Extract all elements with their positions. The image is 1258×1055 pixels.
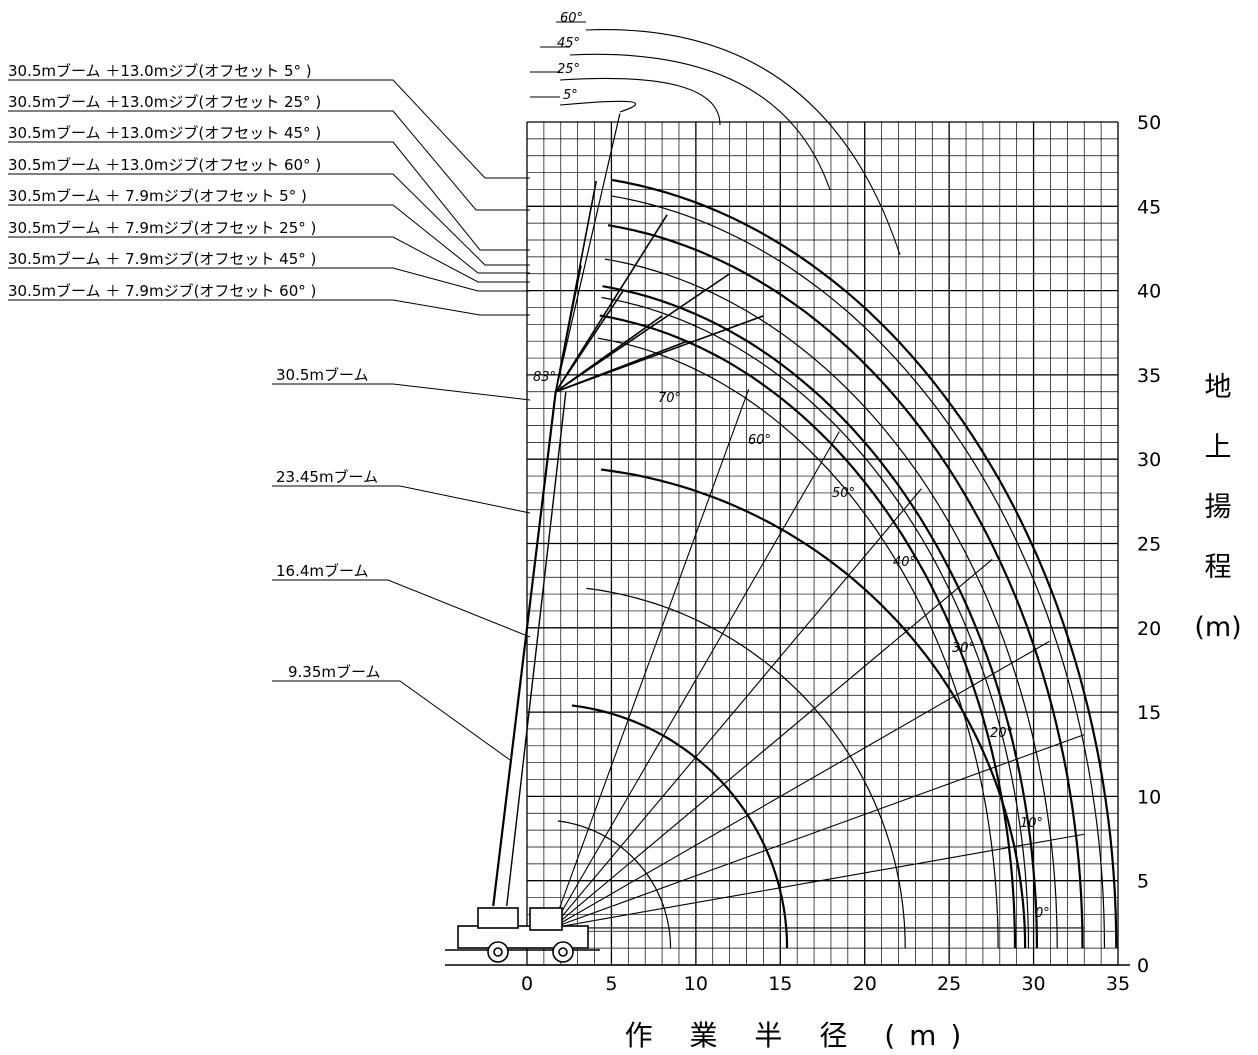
- range-arc-6: [601, 296, 1030, 949]
- boom-angle-label: 70°: [658, 391, 681, 406]
- x-tick-label: 30: [1021, 973, 1045, 995]
- y-label-char-2: 上: [1205, 432, 1232, 463]
- label-jib79-offset45: 30.5mブーム ＋ 7.9mジブ(オフセット 45° ): [8, 250, 316, 268]
- jib-line: [555, 290, 624, 393]
- y-tick-label: 15: [1137, 702, 1161, 724]
- label-jib13-offset45: 30.5mブーム ＋13.0mジブ(オフセット 45° ): [8, 124, 321, 142]
- boom-angle-label: 30°: [952, 641, 975, 656]
- x-tick-label: 20: [853, 973, 877, 995]
- boom-angle-ray: [551, 431, 840, 929]
- range-arc-9: [600, 468, 1027, 949]
- boom-angle-ray: [551, 389, 750, 929]
- range-arc-11: [571, 704, 789, 949]
- boom-angle-ray: [551, 488, 922, 929]
- y-label-char-4: 程: [1205, 552, 1232, 583]
- boom-angle-label: 60°: [748, 433, 771, 448]
- boom-angle-ray: [551, 559, 993, 929]
- jib-offset-arc: [585, 29, 901, 256]
- jib-offset-label: 60°: [560, 11, 583, 26]
- boom-main-edge: [506, 391, 567, 907]
- boom-angle-label: 50°: [832, 486, 855, 501]
- y-tick-label: 45: [1137, 196, 1161, 218]
- label-jib13-offset25: 30.5mブーム ＋13.0mジブ(オフセット 25° ): [8, 93, 321, 111]
- boom-angle-label: 83°: [533, 370, 556, 385]
- label-jib13-offset5: 30.5mブーム ＋13.0mジブ(オフセット 5° ): [8, 62, 312, 80]
- label-boom-30-5: 30.5mブーム: [276, 366, 369, 384]
- label-boom-9-35: 9.35mブーム: [288, 663, 381, 681]
- axis-tick-labels: 0 5 10 15 20 25 30 35 0 5 10 15 20 25 30 35 40 45 50: [521, 112, 1161, 995]
- y-tick-label: 50: [1137, 112, 1161, 134]
- y-label-char-5: (m): [1194, 612, 1241, 643]
- x-tick-label: 15: [768, 973, 792, 995]
- angle-labels: 0° 10° 20° 30° 40° 50° 60° 70° 83° 60° 45° 25° 5°: [533, 11, 1050, 921]
- jib-line: [555, 340, 688, 393]
- boom-drawing: [492, 113, 764, 907]
- range-arc-12: [557, 820, 672, 949]
- label-jib79-offset60: 30.5mブーム ＋ 7.9mジブ(オフセット 60° ): [8, 282, 316, 300]
- jib-offset-arc: [559, 77, 721, 126]
- y-label-char-1: 地: [1205, 372, 1232, 403]
- jib-offset-arcs: [530, 21, 901, 256]
- label-boom-16-4: 16.4mブーム: [276, 562, 369, 580]
- boom-angle-ray: [552, 833, 1085, 929]
- range-arc-4: [604, 258, 1058, 949]
- range-arc-2: [610, 195, 1106, 949]
- jib-line: [554, 265, 582, 392]
- jib-offset-label: 5°: [563, 88, 578, 103]
- x-axis-label: 作 業 半 径 (m): [625, 1019, 976, 1052]
- range-arc-10: [586, 587, 906, 949]
- range-arc-8: [597, 337, 999, 949]
- jib-line: [555, 214, 668, 393]
- boom-angle-ray: [552, 734, 1085, 929]
- y-tick-label: 20: [1137, 618, 1161, 640]
- boom-angle-label: 10°: [1020, 816, 1043, 831]
- y-label-char-3: 揚: [1205, 492, 1232, 523]
- series-labels: 30.5mブーム ＋13.0mジブ(オフセット 5° ) 30.5mブーム ＋1…: [8, 62, 531, 761]
- jib-offset-label: 45°: [557, 36, 580, 51]
- jib-offset-arc: [569, 53, 831, 191]
- label-jib13-offset60: 30.5mブーム ＋13.0mジブ(オフセット 60° ): [8, 156, 321, 174]
- y-tick-label: 40: [1137, 281, 1161, 303]
- y-tick-label: 0: [1137, 955, 1149, 977]
- jib-line: [555, 315, 663, 393]
- crane-truck-icon: [445, 907, 1130, 966]
- x-tick-label: 0: [521, 973, 533, 995]
- range-arc-5: [602, 285, 1038, 949]
- y-tick-label: 10: [1137, 786, 1161, 808]
- jib-guide-line: [555, 113, 621, 392]
- boom-angle-label: 20°: [990, 726, 1013, 741]
- x-tick-label: 35: [1106, 973, 1130, 995]
- x-tick-label: 25: [937, 973, 961, 995]
- label-boom-23-45: 23.45mブーム: [276, 468, 378, 486]
- x-tick-label: 5: [605, 973, 617, 995]
- x-tick-label: 10: [684, 973, 708, 995]
- jib-offset-label: 25°: [557, 62, 580, 77]
- range-arc-3: [607, 224, 1084, 949]
- label-jib79-offset5: 30.5mブーム ＋ 7.9mジブ(オフセット 5° ): [8, 187, 307, 205]
- working-range-arcs: [557, 178, 1118, 949]
- boom-angle-label: 40°: [893, 555, 916, 570]
- y-tick-label: 25: [1137, 534, 1161, 556]
- y-tick-label: 35: [1137, 365, 1161, 387]
- range-arc-1: [612, 178, 1118, 949]
- y-tick-label: 30: [1137, 449, 1161, 471]
- boom-angle-ray: [552, 640, 1050, 929]
- y-tick-label: 5: [1137, 871, 1149, 893]
- boom-main: [492, 391, 557, 907]
- jib-line: [555, 273, 731, 393]
- y-axis-label: 地 上 揚 程 (m): [1194, 372, 1241, 643]
- jib-offset-arc: [559, 100, 637, 113]
- boom-angle-label: 0°: [1035, 906, 1050, 921]
- label-jib79-offset25: 30.5mブーム ＋ 7.9mジブ(オフセット 25° ): [8, 219, 316, 237]
